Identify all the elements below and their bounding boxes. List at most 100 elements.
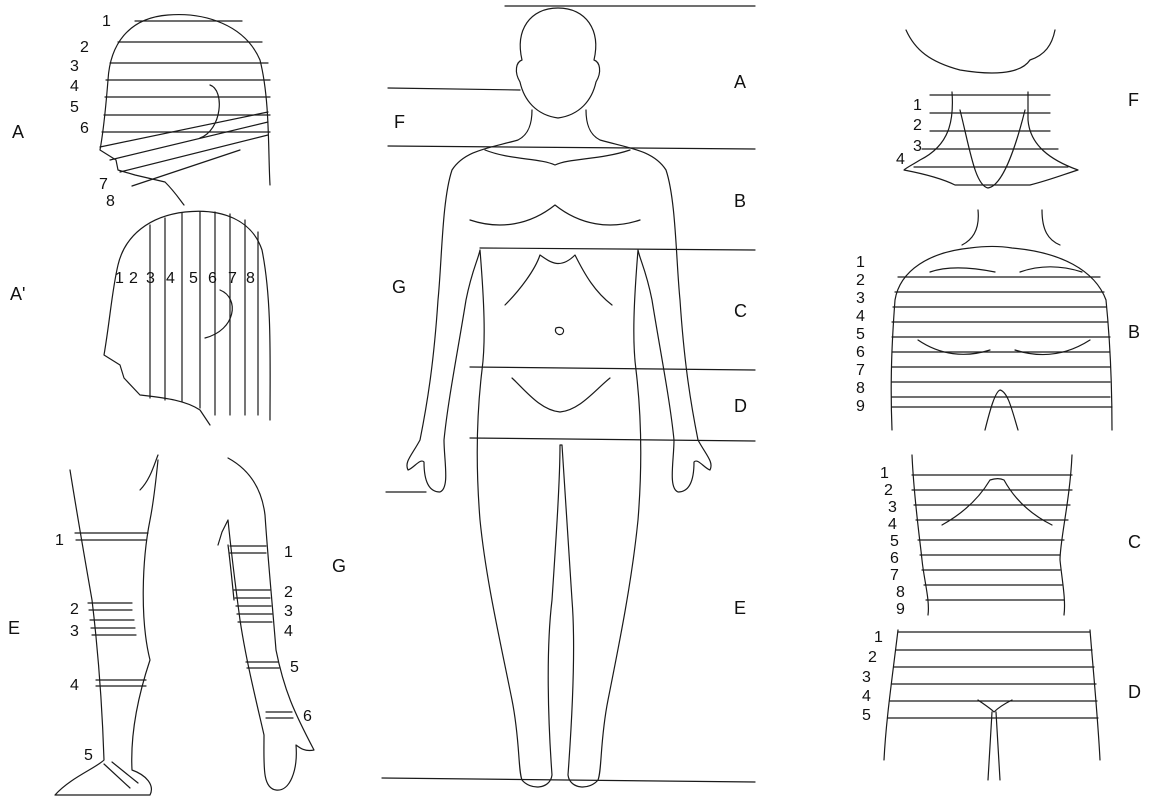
abdomen-panel: 1 2 3 4 5 6 7 8 9 C <box>880 455 1141 618</box>
arm-outline <box>218 458 314 790</box>
body-pecs <box>470 205 640 225</box>
leg-level-1: 1 <box>55 532 64 549</box>
chest-level-5: 5 <box>856 326 865 343</box>
abdomen-level-1: 1 <box>880 465 889 482</box>
head-side-level-7: 7 <box>228 270 237 287</box>
head-horizontal-panel: 1 2 3 4 5 6 7 8 A <box>12 13 270 210</box>
arm-panel: 1 2 3 4 5 6 G <box>218 458 346 790</box>
head-vertical-lines <box>150 212 258 415</box>
chest-panel: 1 2 3 4 5 6 7 8 9 B <box>856 210 1140 430</box>
abdomen-ribs <box>942 479 1052 526</box>
head-side-ear <box>205 290 232 338</box>
body-region-b: B <box>734 191 746 211</box>
neck-panel: 1 2 3 4 F <box>896 30 1139 188</box>
body-region-e: E <box>734 598 746 618</box>
abdomen-region-label: C <box>1128 532 1141 552</box>
chest-level-9: 9 <box>856 398 865 415</box>
leg-level-4: 4 <box>70 677 79 694</box>
pelvis-level-lines <box>888 632 1098 718</box>
head-outline <box>100 15 270 205</box>
leg-level-5: 5 <box>84 747 93 764</box>
abdomen-level-5: 5 <box>890 533 899 550</box>
neck-level-lines <box>914 95 1068 167</box>
body-region-c: C <box>734 301 747 321</box>
head-level-6: 6 <box>80 120 89 137</box>
neck-level-4: 4 <box>896 151 905 168</box>
body-region-g: G <box>392 277 406 297</box>
abdomen-level-6: 6 <box>890 550 899 567</box>
neck-level-3: 3 <box>913 138 922 155</box>
head-level-1: 1 <box>102 13 111 30</box>
pelvis-level-3: 3 <box>862 669 871 686</box>
body-navel <box>555 327 563 334</box>
neck-outline <box>904 92 1078 185</box>
body-region-f: F <box>394 112 405 132</box>
head-side-level-3: 3 <box>146 270 155 287</box>
head-level-4: 4 <box>70 78 79 95</box>
head-vertical-panel: 1 2 3 4 5 6 7 8 A' <box>10 211 270 425</box>
leg-level-2: 2 <box>70 601 79 618</box>
chest-sternum <box>985 390 1018 430</box>
chest-outline <box>891 247 1112 431</box>
abdomen-level-3: 3 <box>888 499 897 516</box>
head-region-label: A <box>12 122 24 142</box>
body-groin <box>512 378 610 412</box>
chest-level-1: 1 <box>856 254 865 271</box>
body-chest-lines <box>485 150 630 165</box>
arm-region-label: G <box>332 556 346 576</box>
body-ribcage <box>505 255 612 305</box>
pelvis-panel: 1 2 3 4 5 D <box>862 629 1141 780</box>
head-level-5: 5 <box>70 99 79 116</box>
head-level-2: 2 <box>80 39 89 56</box>
head-side-level-4: 4 <box>166 270 175 287</box>
head-level-3: 3 <box>70 58 79 75</box>
neck-jaw-outline <box>906 30 1055 73</box>
full-body-panel: A F B G C D E <box>382 6 755 787</box>
arm-level-4: 4 <box>284 623 293 640</box>
body-head-outline <box>516 8 599 118</box>
head-level-8: 8 <box>106 193 115 210</box>
arm-level-6: 6 <box>303 708 312 725</box>
head-ear <box>200 85 219 138</box>
chest-clavicles <box>930 267 1082 272</box>
head-side-level-8: 8 <box>246 270 255 287</box>
chest-level-6: 6 <box>856 344 865 361</box>
abdomen-level-lines <box>912 475 1072 600</box>
chest-level-8: 8 <box>856 380 865 397</box>
body-region-d: D <box>734 396 747 416</box>
pelvis-region-label: D <box>1128 682 1141 702</box>
pelvis-level-1: 1 <box>874 629 883 646</box>
leg-region-label: E <box>8 618 20 638</box>
abdomen-level-7: 7 <box>890 567 899 584</box>
chest-level-7: 7 <box>856 362 865 379</box>
abdomen-level-2: 2 <box>884 482 893 499</box>
body-level-lines <box>382 6 755 782</box>
pelvis-groin <box>978 700 1012 780</box>
chest-region-label: B <box>1128 322 1140 342</box>
arm-level-3: 3 <box>284 603 293 620</box>
pelvis-level-5: 5 <box>862 707 871 724</box>
body-region-a: A <box>734 72 746 92</box>
pelvis-level-4: 4 <box>862 688 871 705</box>
head-side-region-label: A' <box>10 284 25 304</box>
abdomen-level-9: 9 <box>896 601 905 618</box>
pelvis-level-2: 2 <box>868 649 877 666</box>
arm-level-1: 1 <box>284 544 293 561</box>
arm-level-5: 5 <box>290 659 299 676</box>
chest-neck-lines <box>962 210 1060 245</box>
head-side-level-5: 5 <box>189 270 198 287</box>
body-outline <box>407 110 711 787</box>
head-side-level-6: 6 <box>208 270 217 287</box>
abdomen-level-8: 8 <box>896 584 905 601</box>
head-level-7: 7 <box>99 176 108 193</box>
head-side-level-2: 2 <box>129 270 138 287</box>
neck-region-label: F <box>1128 90 1139 110</box>
chest-level-lines <box>892 277 1112 407</box>
head-side-level-1: 1 <box>115 270 124 287</box>
neck-level-2: 2 <box>913 117 922 134</box>
leg-level-3: 3 <box>70 623 79 640</box>
chest-level-2: 2 <box>856 272 865 289</box>
arm-level-2: 2 <box>284 584 293 601</box>
head-horizontal-lines <box>100 21 270 186</box>
